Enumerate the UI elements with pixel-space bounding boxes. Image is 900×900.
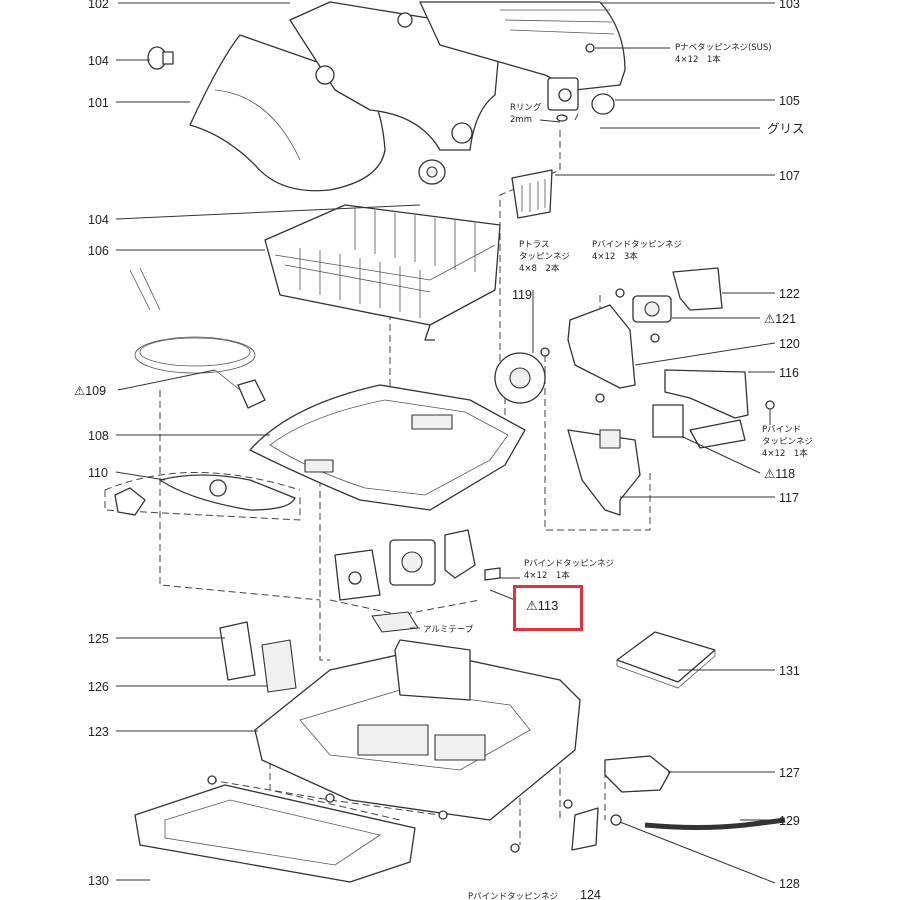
part-117-duct xyxy=(567,429,641,516)
note-bind3-line1: Pバインドタッピンネジ xyxy=(592,240,682,250)
label-116: 116 xyxy=(779,366,799,380)
part-109-power-cord xyxy=(129,267,266,409)
part-116-drain-cover xyxy=(664,369,749,419)
label-125: 125 xyxy=(88,632,109,646)
note-bind1-line3: 4×12 1本 xyxy=(762,448,808,459)
label-103: 103 xyxy=(779,0,800,11)
note-screw-sus-line1: Pナベタッピンネジ(SUS) xyxy=(675,43,772,53)
note-truss-line1: Pトラス xyxy=(519,240,549,250)
label-105: 105 xyxy=(779,94,800,108)
label-129: 129 xyxy=(779,814,800,828)
part-121-motor xyxy=(632,295,672,323)
part-122-bracket xyxy=(672,267,723,311)
note-aluminum-tape: アルミテープ xyxy=(423,625,474,635)
label-117: 117 xyxy=(779,491,799,505)
label-128: 128 xyxy=(779,877,800,891)
part-123-base xyxy=(254,639,581,821)
label-110: 110 xyxy=(88,466,108,480)
annotation-notes: Pナベタッピンネジ(SUS) 4×12 1本 Rリング 2mm グリス Pトラス… xyxy=(423,43,813,900)
label-121: ⚠121 xyxy=(764,312,796,326)
leader-lines xyxy=(115,2,776,884)
part-110-control-panel xyxy=(104,472,301,516)
part-129-drain-hose xyxy=(644,817,786,830)
part-120-fan-housing xyxy=(567,304,636,389)
part-119-fan xyxy=(494,352,546,404)
label-124: 124 xyxy=(580,888,601,900)
part-105-cap xyxy=(591,93,615,115)
note-rring-line1: Rリング xyxy=(510,102,542,113)
part-113-timer-unit xyxy=(334,529,501,601)
part-107-filter-box xyxy=(511,169,553,219)
part-125-filter-frame xyxy=(219,621,256,681)
note-bind1-line2: タッピンネジ xyxy=(762,437,813,447)
label-120: 120 xyxy=(779,337,800,351)
note-truss-line3: 4×8 2本 xyxy=(519,263,560,274)
part-127-drip-tray xyxy=(604,755,671,793)
label-104b: 104 xyxy=(88,213,109,227)
aluminum-tape xyxy=(371,611,419,633)
label-108: 108 xyxy=(88,429,109,443)
note-bind-bottom: Pバインドタッピンネジ xyxy=(468,892,558,900)
note-rring-line2: 2mm xyxy=(510,115,532,125)
label-104a: 104 xyxy=(88,54,109,68)
part-124-label xyxy=(571,807,599,851)
note-bind3-line2: 4×12 3本 xyxy=(592,251,638,262)
note-truss-line2: タッピンネジ xyxy=(519,252,570,262)
label-101: 101 xyxy=(88,96,109,110)
part-118-heater xyxy=(652,404,746,449)
label-118: ⚠118 xyxy=(764,467,795,481)
note-grease: グリス xyxy=(767,122,805,136)
label-123: 123 xyxy=(88,725,109,739)
screws xyxy=(207,288,775,853)
label-106: 106 xyxy=(88,244,109,258)
label-102: 102 xyxy=(88,0,109,11)
label-130: 130 xyxy=(88,874,109,888)
part-104-knob-side xyxy=(418,159,446,185)
label-119: 119 xyxy=(512,288,532,302)
label-131: 131 xyxy=(779,664,800,678)
part-131-instruction-manual xyxy=(616,631,716,689)
label-113: ⚠113 xyxy=(526,598,559,613)
part-128-bushing xyxy=(610,814,622,826)
part-130-bottom-tray xyxy=(134,784,416,883)
label-107: 107 xyxy=(779,169,800,183)
label-122: 122 xyxy=(779,287,800,301)
label-109: ⚠109 xyxy=(74,384,106,398)
part-108-tub xyxy=(249,384,526,511)
label-126: 126 xyxy=(88,680,109,694)
note-bind1-line1: Pバインド xyxy=(762,425,801,435)
label-127: 127 xyxy=(779,766,800,780)
part-126-mesh-filter xyxy=(261,639,297,693)
note-bind113-line1: Pバインドタッピンネジ xyxy=(524,559,614,569)
note-bind113-line2: 4×12 1本 xyxy=(524,570,570,581)
note-screw-sus-line2: 4×12 1本 xyxy=(675,54,721,65)
part-106-dish-basket xyxy=(264,204,501,341)
hinge-assembly xyxy=(547,43,595,122)
part-number-labels: 102 103 104 101 105 107 104 106 122 119 … xyxy=(74,0,800,900)
highlight-box-113 xyxy=(513,585,583,631)
part-104-knob-top xyxy=(147,46,174,70)
